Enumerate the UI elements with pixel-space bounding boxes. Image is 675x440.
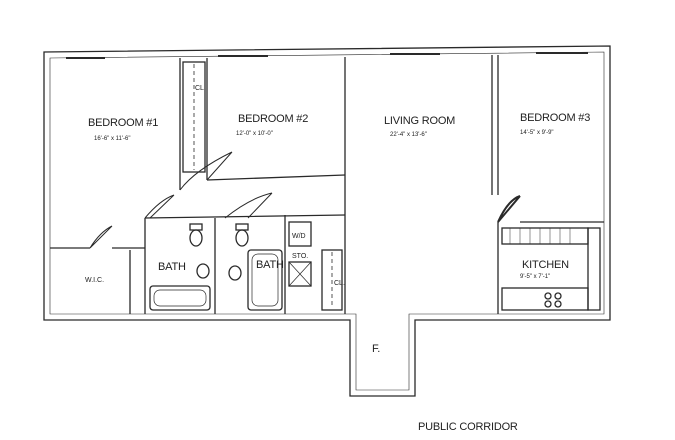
toilet-2 [235,229,249,247]
kitchen-label: KITCHEN [522,259,569,271]
storage-box [288,261,312,287]
public-corridor-label: PUBLIC CORRIDOR [418,421,518,433]
washer-dryer-label: W/D [292,233,306,240]
foyer-label: F. [372,343,380,355]
closet2-label: CL. [334,280,345,287]
door-bedroom3 [497,195,521,223]
door-bath2 [224,192,273,219]
bathtub-2 [247,249,283,311]
toilet-1 [189,229,203,247]
windows [66,52,588,59]
bedroom3-label: BEDROOM #3 [520,112,590,124]
sink-1 [196,263,210,279]
washer-dryer-box [288,221,312,247]
inner-outer-wall [49,51,605,391]
closet2-box [321,249,343,311]
bathtub-1 [149,285,211,311]
outer-wall [43,45,611,397]
bath-block [144,214,346,314]
closet-box [182,61,206,173]
kitchen-counter [501,227,589,245]
kitchen-dims: 9'-5" x 7'-1" [520,274,550,280]
wic-label: W.I.C. [85,277,104,284]
bath2-label: BATH [256,259,284,271]
bedroom3-dims: 14'-5" x 9'-9" [520,130,554,136]
sink-2 [228,265,242,281]
storage-label: STO. [292,253,308,260]
bedroom2-dims: 12'-0" x 10'-0" [236,131,273,137]
bedroom1-dims: 16'-6" x 11'-6" [94,136,130,142]
door-bath1 [144,194,175,219]
bedroom2-label: BEDROOM #2 [238,113,308,125]
bedroom1-label: BEDROOM #1 [88,117,158,129]
door-bedroom1 [89,225,113,249]
living-room-label: LIVING ROOM [384,115,455,127]
door-bedroom2 [179,151,233,191]
closet-label: CL. [195,85,206,92]
bath1-label: BATH [158,261,186,273]
living-room-dims: 22'-4" x 13'-6" [390,132,427,138]
stove-burner [544,292,552,300]
